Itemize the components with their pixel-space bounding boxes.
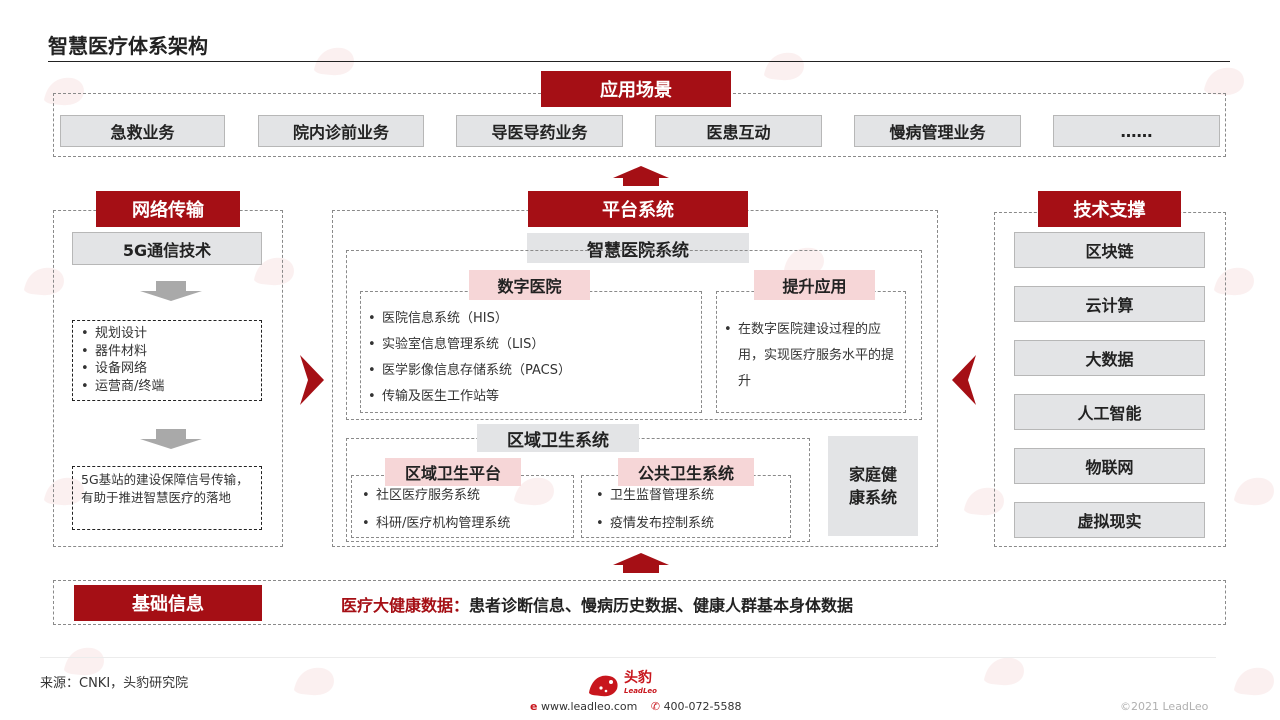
application-item: 慢病管理业务 bbox=[854, 115, 1021, 147]
watermark-logo-icon bbox=[1230, 470, 1278, 508]
regional-platform-list: 社区医疗服务系统 科研/医疗机构管理系统 bbox=[362, 482, 572, 538]
page-title: 智慧医疗体系架构 bbox=[48, 34, 208, 58]
application-item: 院内诊前业务 bbox=[258, 115, 424, 147]
digital-hospital-item: 医院信息系统（HIS） bbox=[368, 306, 698, 332]
public-health-header: 公共卫生系统 bbox=[618, 458, 754, 486]
digital-hospital-list: 医院信息系统（HIS） 实验室信息管理系统（LIS） 医学影像信息存储系统（PA… bbox=[368, 306, 698, 410]
basic-info-text: 患者诊断信息、慢病历史数据、健康人群基本身体数据 bbox=[469, 596, 854, 615]
watermark-logo-icon bbox=[1210, 260, 1258, 298]
network-list-item: 设备网络 bbox=[81, 360, 253, 378]
digital-hospital-header: 数字医院 bbox=[469, 270, 590, 300]
family-health-box: 家庭健康系统 bbox=[828, 436, 918, 536]
network-list-item: 器件材料 bbox=[81, 343, 253, 361]
watermark-logo-icon bbox=[780, 240, 828, 278]
application-item: …… bbox=[1053, 115, 1220, 147]
network-list-box: 规划设计 器件材料 设备网络 运营商/终端 bbox=[72, 320, 262, 401]
basic-info-line: 医疗大健康数据：患者诊断信息、慢病历史数据、健康人群基本身体数据 bbox=[341, 592, 1041, 616]
left-arrow-icon bbox=[952, 355, 976, 405]
application-item: 导医导药业务 bbox=[456, 115, 623, 147]
tech-support-header: 技术支撑 bbox=[1038, 191, 1181, 227]
network-list-item: 规划设计 bbox=[81, 325, 253, 343]
down-arrow-icon bbox=[140, 281, 202, 301]
website-link[interactable]: www.leadleo.com bbox=[540, 700, 638, 713]
hospital-system-box bbox=[346, 250, 922, 420]
title-divider bbox=[48, 61, 1230, 62]
contact-bar: e www.leadleo.com ✆ 400-072-5588 bbox=[530, 700, 770, 716]
watermark-logo-icon bbox=[250, 250, 298, 288]
watermark-logo-icon bbox=[290, 660, 338, 698]
copyright: ©2021 LeadLeo bbox=[1120, 700, 1209, 713]
tech-support-item: 云计算 bbox=[1014, 286, 1205, 322]
phone-icon: ✆ bbox=[650, 700, 661, 713]
digital-hospital-item: 医学影像信息存储系统（PACS） bbox=[368, 358, 698, 384]
application-item: 急救业务 bbox=[60, 115, 225, 147]
footer-divider bbox=[40, 657, 1216, 658]
globe-icon: e bbox=[530, 700, 538, 713]
application-header: 应用场景 bbox=[541, 71, 731, 107]
public-health-item: 卫生监督管理系统 bbox=[596, 482, 791, 510]
upgrade-list: 在数字医院建设过程的应用，实现医疗服务水平的提升 bbox=[724, 317, 902, 395]
tech-support-item: 人工智能 bbox=[1014, 394, 1205, 430]
watermark-logo-icon bbox=[1200, 60, 1248, 98]
regional-platform-item: 科研/医疗机构管理系统 bbox=[362, 510, 572, 538]
hospital-system-label: 智慧医院系统 bbox=[527, 233, 749, 263]
basic-info-section bbox=[53, 580, 1226, 625]
basic-info-highlight: 医疗大健康数据： bbox=[341, 596, 470, 615]
brand-logo: 头豹 LeadLeo bbox=[586, 667, 666, 701]
digital-hospital-item: 传输及医生工作站等 bbox=[368, 384, 698, 410]
brand-name-en: LeadLeo bbox=[624, 687, 657, 695]
watermark-logo-icon bbox=[980, 650, 1028, 688]
network-header: 网络传输 bbox=[96, 191, 240, 227]
source-text: 来源：CNKI，头豹研究院 bbox=[40, 676, 189, 691]
tech-support-item: 区块链 bbox=[1014, 232, 1205, 268]
down-arrow-icon bbox=[140, 429, 202, 449]
tech-support-item: 物联网 bbox=[1014, 448, 1205, 484]
up-arrow-icon bbox=[613, 166, 669, 186]
watermark-logo-icon bbox=[760, 45, 808, 83]
regional-health-label: 区域卫生系统 bbox=[477, 424, 639, 452]
watermark-logo-icon bbox=[310, 40, 358, 78]
upgrade-text: 在数字医院建设过程的应用，实现医疗服务水平的提升 bbox=[724, 317, 902, 395]
tech-support-item: 虚拟现实 bbox=[1014, 502, 1205, 538]
network-tech: 5G通信技术 bbox=[72, 232, 262, 265]
tech-support-item: 大数据 bbox=[1014, 340, 1205, 376]
application-item: 医患互动 bbox=[655, 115, 822, 147]
public-health-item: 疫情发布控制系统 bbox=[596, 510, 791, 538]
family-health-label: 家庭健康系统 bbox=[848, 465, 897, 507]
basic-info-header: 基础信息 bbox=[74, 585, 262, 621]
right-arrow-icon bbox=[300, 355, 324, 405]
network-note: 5G基站的建设保障信号传输，有助于推进智慧医疗的落地 bbox=[81, 472, 249, 505]
watermark-logo-icon bbox=[960, 480, 1008, 518]
upgrade-header: 提升应用 bbox=[754, 270, 875, 300]
regional-platform-item: 社区医疗服务系统 bbox=[362, 482, 572, 510]
watermark-logo-icon bbox=[60, 640, 108, 678]
network-list-item: 运营商/终端 bbox=[81, 378, 253, 396]
up-arrow-icon bbox=[613, 553, 669, 573]
network-note-box: 5G基站的建设保障信号传输，有助于推进智慧医疗的落地 bbox=[72, 466, 262, 530]
brand-name: 头豹 bbox=[624, 670, 652, 686]
phone-number: 400-072-5588 bbox=[663, 700, 742, 713]
digital-hospital-item: 实验室信息管理系统（LIS） bbox=[368, 332, 698, 358]
platform-header: 平台系统 bbox=[528, 191, 748, 227]
watermark-logo-icon bbox=[1230, 660, 1278, 698]
leopard-logo-icon bbox=[589, 675, 618, 697]
public-health-list: 卫生监督管理系统 疫情发布控制系统 bbox=[596, 482, 791, 538]
